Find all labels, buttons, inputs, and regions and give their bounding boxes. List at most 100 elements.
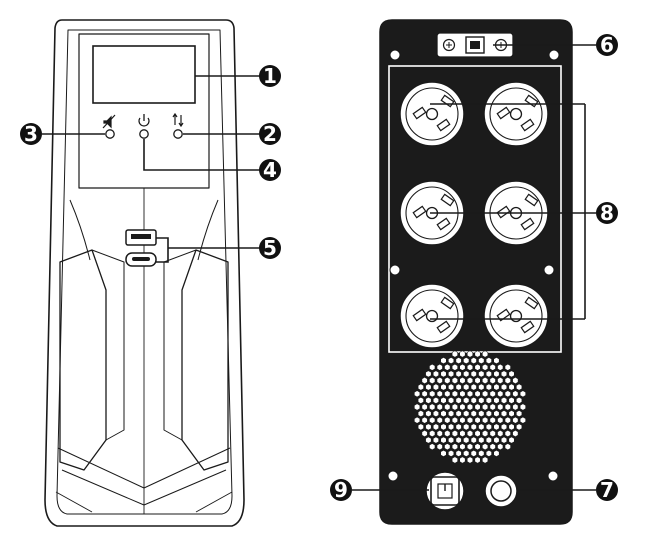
vent-hole: [451, 363, 459, 371]
vent-hole: [493, 396, 500, 404]
vent-hole: [421, 429, 428, 438]
speaker-mute-icon: [102, 114, 116, 129]
vent-hole: [455, 410, 462, 418]
vent-hole: [447, 410, 455, 418]
vent-hole: [455, 370, 462, 378]
vent-hole: [508, 370, 515, 378]
vent-hole: [429, 390, 436, 398]
vent-hole: [440, 357, 447, 365]
mute-led: [105, 129, 115, 139]
transfer-arrows-icon: [172, 112, 184, 128]
callout-1: 1: [259, 64, 281, 88]
vent-hole: [425, 436, 432, 444]
vent-hole: [500, 396, 508, 404]
vent-hole: [485, 396, 492, 404]
vent-hole: [485, 357, 492, 365]
vent-hole: [447, 357, 455, 365]
vent-hole: [489, 403, 496, 411]
vent-hole: [451, 403, 459, 411]
vent-hole: [481, 403, 489, 411]
vent-hole: [417, 410, 424, 418]
vent-hole: [451, 429, 459, 438]
vent-hole: [485, 383, 492, 391]
vent-hole: [440, 383, 447, 391]
leader-5a: [156, 237, 169, 263]
power-inlet: [425, 471, 465, 511]
vent-hole: [425, 396, 432, 404]
vent-hole: [470, 370, 477, 378]
vent-hole: [500, 383, 508, 391]
vent-hole: [512, 403, 519, 411]
vent-hole: [429, 429, 436, 438]
ac-outlet: [483, 81, 549, 147]
vent-hole: [466, 363, 474, 371]
vent-hole: [466, 456, 474, 464]
screw-holes: [387, 49, 560, 482]
vent-hole: [455, 357, 462, 365]
vent-hole: [512, 376, 519, 385]
vent-hole: [444, 429, 451, 438]
vent-hole: [440, 410, 447, 418]
vent-hole: [455, 396, 462, 404]
vent-hole: [481, 443, 489, 451]
ac-outlets: [399, 81, 549, 349]
vent-hole: [413, 403, 421, 411]
vent-hole: [478, 423, 485, 431]
fan-vent: [413, 350, 527, 464]
svg-text:9: 9: [334, 478, 348, 502]
vent-hole: [493, 423, 500, 431]
vent-hole: [455, 436, 462, 444]
vent-hole: [497, 403, 504, 411]
vent-hole: [447, 396, 455, 404]
vent-hole: [478, 396, 485, 404]
vent-hole: [451, 456, 459, 464]
vent-hole: [444, 416, 451, 424]
vent-hole: [504, 376, 511, 385]
vent-hole: [497, 443, 504, 451]
vent-hole: [478, 449, 485, 457]
vent-hole: [508, 396, 515, 404]
vent-hole: [500, 436, 508, 444]
vent-hole: [504, 416, 511, 424]
vent-hole: [425, 370, 432, 378]
vent-hole: [432, 396, 440, 404]
usb-b-port-inner: [470, 41, 480, 49]
power-led: [139, 129, 149, 139]
vent-hole: [436, 363, 443, 371]
vent-hole: [519, 403, 527, 411]
leader-4: [143, 139, 260, 171]
vent-hole: [429, 376, 436, 385]
vent-hole: [436, 429, 443, 438]
vent-hole: [474, 390, 481, 398]
vent-hole: [497, 429, 504, 438]
vent-hole: [447, 383, 455, 391]
vent-hole: [500, 423, 508, 431]
vent-hole: [417, 423, 424, 431]
vent-hole: [474, 443, 481, 451]
power-icon: [138, 114, 150, 127]
vent-hole: [519, 390, 527, 398]
vent-hole: [432, 436, 440, 444]
vent-hole: [466, 416, 474, 424]
vent-hole: [463, 410, 470, 418]
svg-text:7: 7: [600, 478, 614, 502]
vent-hole: [440, 370, 447, 378]
vent-hole: [478, 436, 485, 444]
vent-hole: [444, 376, 451, 385]
vent-hole: [421, 376, 428, 385]
vent-hole: [474, 350, 481, 358]
vent-hole: [440, 449, 447, 457]
vent-hole: [436, 376, 443, 385]
vent-hole: [519, 416, 527, 424]
vent-hole: [413, 390, 421, 398]
callout-4: 4: [259, 158, 281, 182]
vent-hole: [432, 410, 440, 418]
callout-3: 3: [20, 122, 42, 146]
ac-outlet: [483, 283, 549, 349]
vent-hole: [463, 383, 470, 391]
vent-hole: [470, 423, 477, 431]
vent-hole: [417, 383, 424, 391]
vent-hole: [466, 403, 474, 411]
vent-hole: [466, 429, 474, 438]
